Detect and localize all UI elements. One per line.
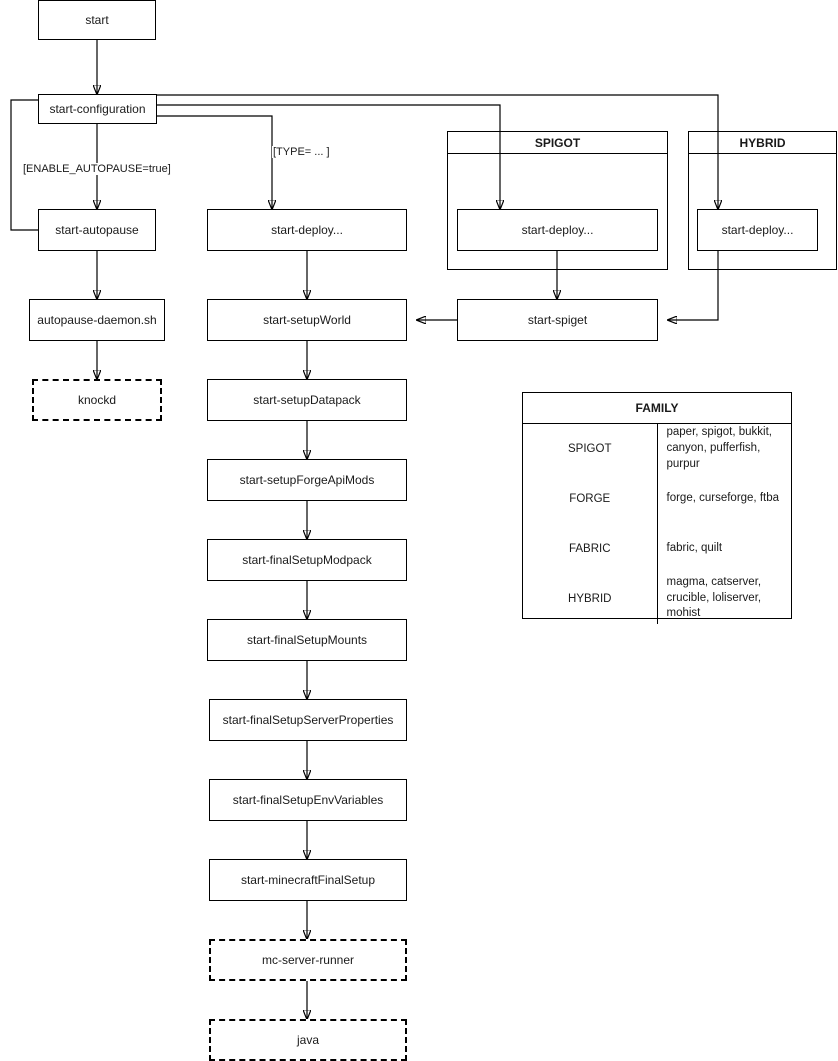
family-name: HYBRID bbox=[523, 573, 658, 624]
family-members: forge, curseforge, ftba bbox=[666, 491, 780, 504]
node-start-autopause[interactable]: start-autopause bbox=[38, 209, 156, 251]
family-name: SPIGOT bbox=[523, 423, 658, 474]
edge-configuration-to-deploy-main bbox=[157, 115, 272, 209]
node-start-finalsetupserverproperties[interactable]: start-finalSetupServerProperties bbox=[209, 699, 407, 741]
table-row: FORGE forge, curseforge, ftba bbox=[523, 473, 791, 524]
node-start-setupdatapack[interactable]: start-setupDatapack bbox=[207, 379, 407, 421]
family-legend-table: FAMILY SPIGOT paper, spigot, bukkit, can… bbox=[522, 392, 792, 624]
node-knockd[interactable]: knockd bbox=[32, 379, 162, 421]
family-name: FABRIC bbox=[523, 523, 658, 574]
node-start-deploy-main[interactable]: start-deploy... bbox=[207, 209, 407, 251]
node-start-finalsetupmounts[interactable]: start-finalSetupMounts bbox=[207, 619, 407, 661]
table-row: HYBRID magma, catserver, crucible, lolis… bbox=[523, 573, 791, 624]
family-table-body: SPIGOT paper, spigot, bukkit, canyon, pu… bbox=[523, 423, 791, 624]
node-mc-server-runner[interactable]: mc-server-runner bbox=[209, 939, 407, 981]
edge-label-type: [TYPE= ... ] bbox=[272, 146, 331, 158]
group-hybrid-title: HYBRID bbox=[689, 132, 836, 154]
node-start-deploy-spigot[interactable]: start-deploy... bbox=[457, 209, 658, 251]
edge-label-enable-autopause: [ENABLE_AUTOPAUSE=true] bbox=[22, 163, 172, 175]
family-members: paper, spigot, bukkit, canyon, pufferfis… bbox=[666, 426, 772, 470]
group-spigot-title: SPIGOT bbox=[448, 132, 667, 154]
family-table: FAMILY SPIGOT paper, spigot, bukkit, can… bbox=[523, 393, 791, 624]
node-start-configuration[interactable]: start-configuration bbox=[38, 94, 157, 124]
table-row: SPIGOT paper, spigot, bukkit, canyon, pu… bbox=[523, 423, 791, 474]
node-start-deploy-hybrid[interactable]: start-deploy... bbox=[697, 209, 818, 251]
node-start-finalsetupenvvariables[interactable]: start-finalSetupEnvVariables bbox=[209, 779, 407, 821]
family-name: FORGE bbox=[523, 473, 658, 524]
family-table-title: FAMILY bbox=[523, 393, 791, 424]
node-start-spiget[interactable]: start-spiget bbox=[457, 299, 658, 341]
node-start[interactable]: start bbox=[38, 0, 156, 40]
node-java[interactable]: java bbox=[209, 1019, 407, 1061]
node-start-minecraftfinalsetup[interactable]: start-minecraftFinalSetup bbox=[209, 859, 407, 901]
node-start-finalsetupmodpack[interactable]: start-finalSetupModpack bbox=[207, 539, 407, 581]
family-members: fabric, quilt bbox=[666, 541, 723, 554]
node-start-setupworld[interactable]: start-setupWorld bbox=[207, 299, 407, 341]
node-start-setupforgeapimods[interactable]: start-setupForgeApiMods bbox=[207, 459, 407, 501]
table-row: FABRIC fabric, quilt bbox=[523, 523, 791, 574]
node-autopause-daemon-sh[interactable]: autopause-daemon.sh bbox=[29, 299, 165, 341]
family-members: magma, catserver, crucible, loliserver, … bbox=[666, 576, 762, 620]
